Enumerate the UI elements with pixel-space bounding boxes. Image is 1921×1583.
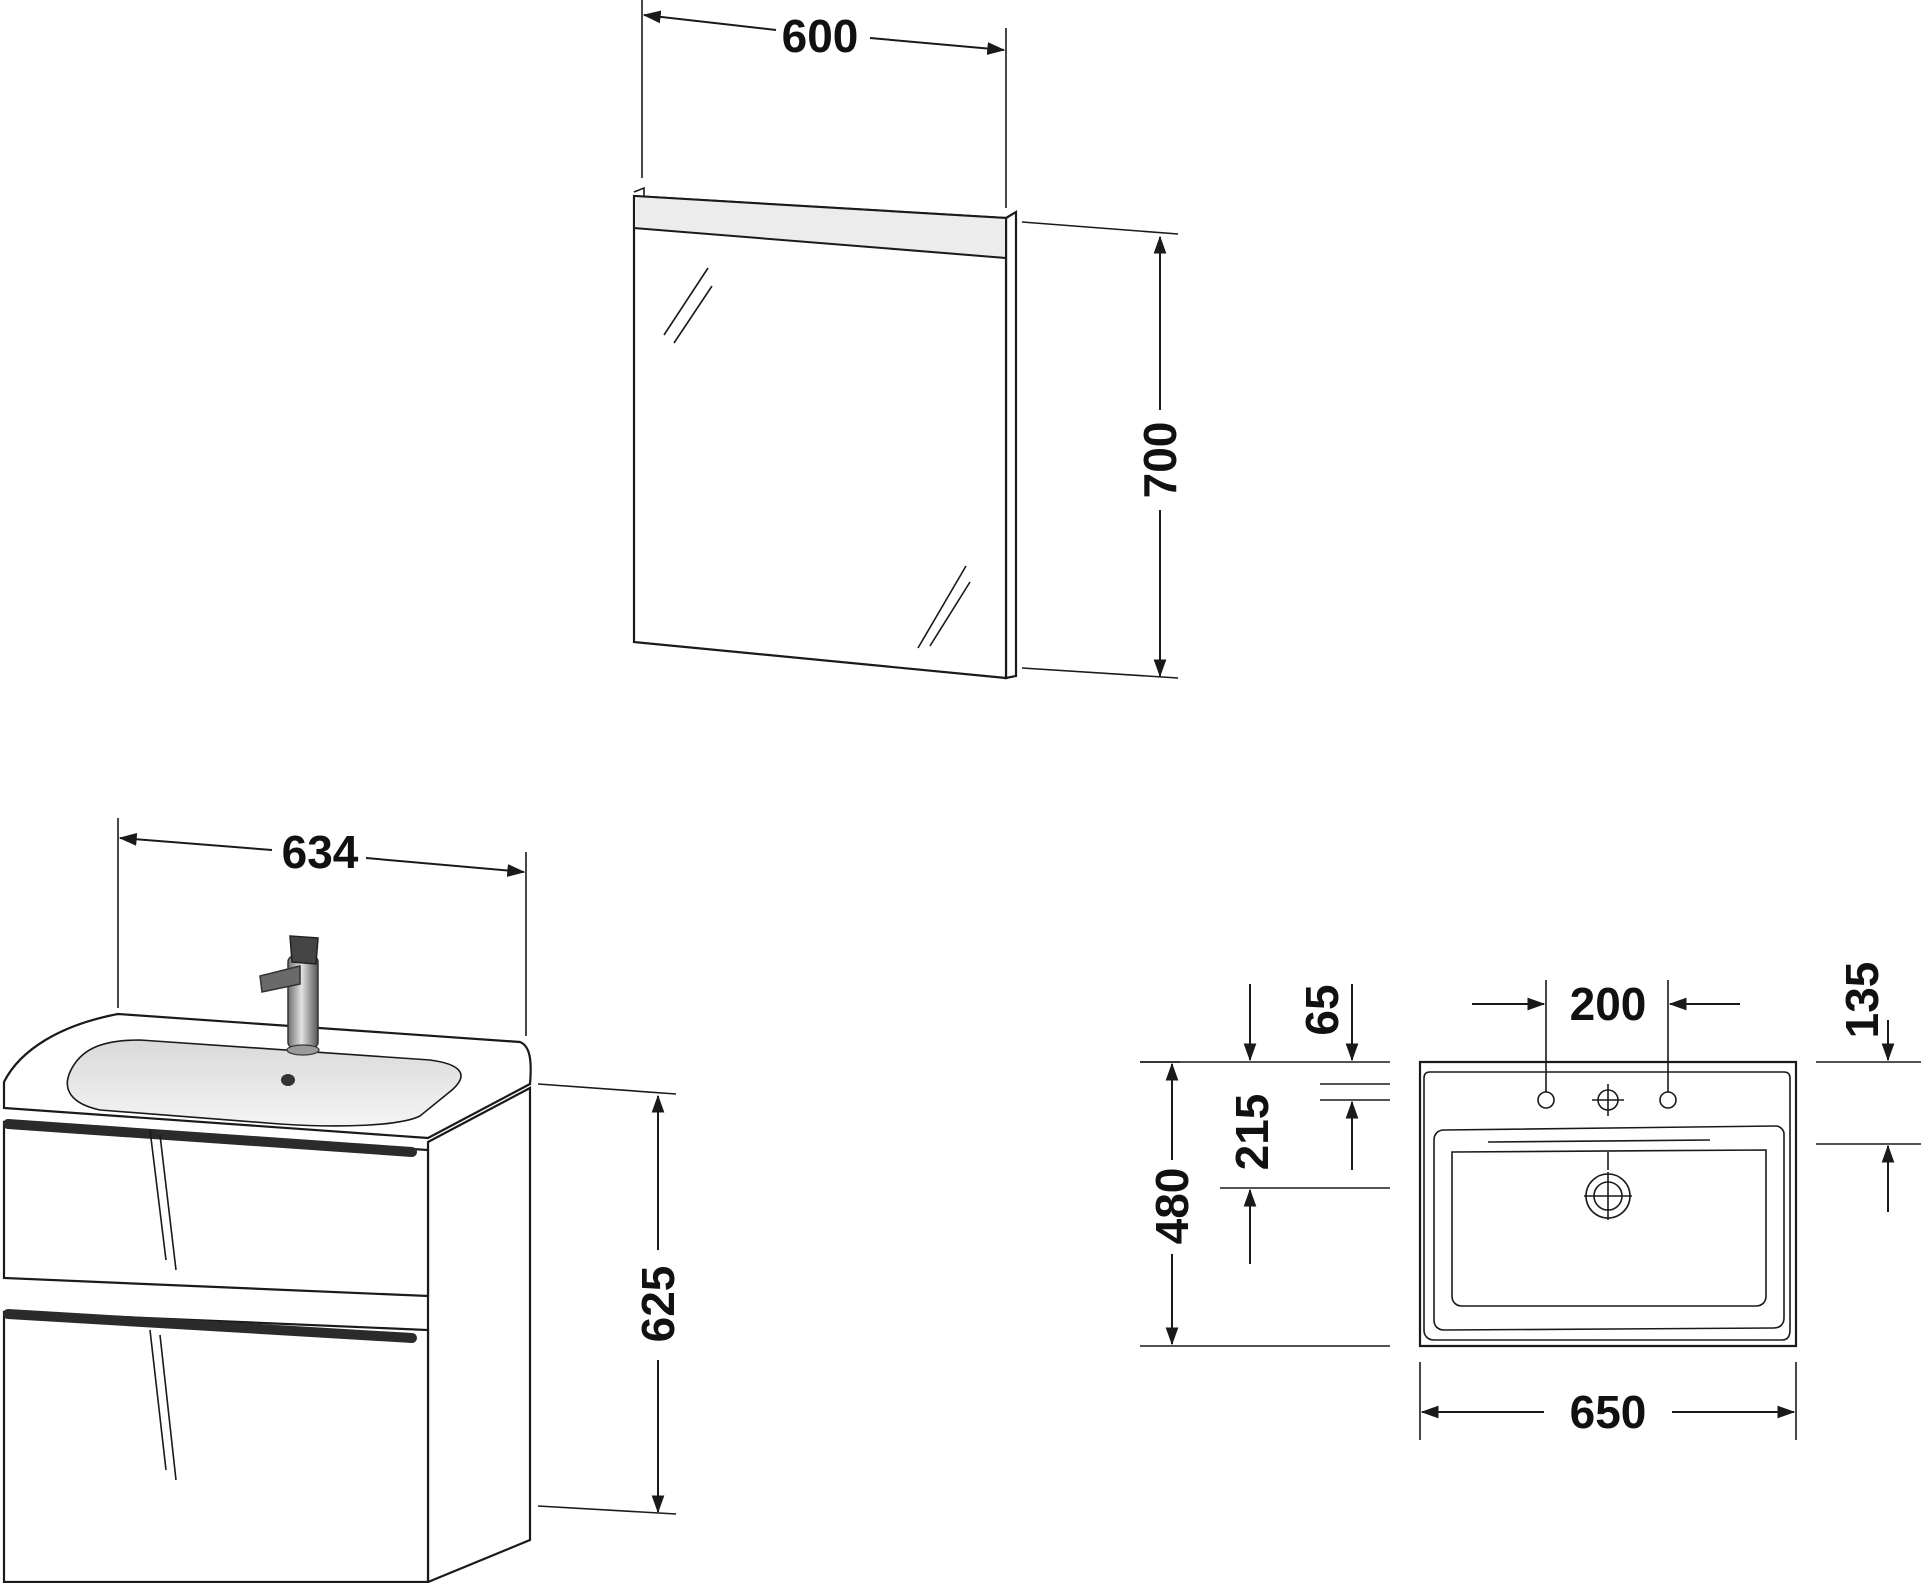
dim-650-label: 650 [1570, 1386, 1647, 1438]
basin-plan-drawing: 200 65 215 480 135 650 [1140, 962, 1921, 1440]
mirror-width-label: 600 [782, 10, 859, 62]
drawer-bottom-handle [3, 1309, 417, 1343]
tap [259, 935, 320, 1056]
mirror-side [1004, 210, 1018, 680]
drain-cross [1584, 1172, 1632, 1220]
vanity-height-ext-top [537, 1083, 677, 1095]
vanity-height-ext-bottom [537, 1505, 677, 1515]
vanity-height-label: 625 [632, 1266, 684, 1343]
dim-200-label: 200 [1570, 978, 1647, 1030]
cabinet-side [426, 1086, 532, 1583]
mirror-top-edge [633, 186, 645, 196]
vanity-width-arrow-right [365, 857, 526, 877]
drawer-bottom [2, 1310, 430, 1583]
mirror-reflection-top [663, 267, 713, 344]
mirror-light-bar [633, 194, 1007, 260]
tap-hole-center-cross [1592, 1084, 1624, 1116]
basin-plan-bowl-inner [1451, 1149, 1767, 1307]
basin-plan-overflow-line [1487, 1139, 1711, 1143]
basin-drain [281, 1074, 295, 1086]
dim-135-label: 135 [1836, 962, 1888, 1039]
basin-plan-inner-rim [1423, 1071, 1791, 1341]
drawer-gloss-2 [149, 1329, 177, 1481]
drawer-gloss [149, 1129, 177, 1271]
vanity-width-arrow-left [118, 832, 273, 851]
drawer-top-handle [3, 1119, 417, 1157]
mirror-height-ext-top [1021, 221, 1179, 235]
basin-plan-bowl-outer [1433, 1125, 1785, 1331]
mirror-width-arrow-left [642, 10, 777, 31]
dim-480-label: 480 [1146, 1168, 1198, 1245]
mirror-reflection-bottom [917, 565, 971, 649]
dim-215-label: 215 [1226, 1094, 1278, 1171]
vanity-width-label: 634 [282, 826, 359, 878]
vanity-drawing: 634 625 [2, 818, 684, 1583]
basin-bowl [66, 1039, 462, 1127]
mirror-drawing: 600 700 [632, 0, 1186, 680]
dim-65-label: 65 [1296, 984, 1348, 1035]
mirror-height-ext-bottom [1021, 667, 1179, 679]
mirror-width-arrow-right [869, 37, 1006, 55]
mirror-panel [632, 194, 1008, 680]
mirror-height-label: 700 [1134, 422, 1186, 499]
